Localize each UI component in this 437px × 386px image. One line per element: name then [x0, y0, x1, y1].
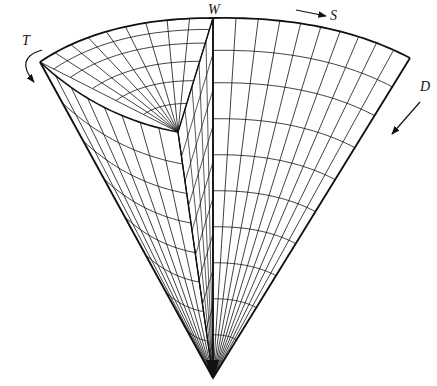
rotation-arrow	[26, 50, 42, 82]
grid-arc	[213, 50, 392, 86]
cone-edge	[178, 18, 213, 378]
direction-arrow	[392, 102, 420, 134]
cone-edge	[40, 62, 178, 132]
grid-radial	[213, 37, 359, 378]
grid-arc	[213, 191, 315, 212]
grid-ring	[62, 103, 182, 164]
axis-label: D	[420, 80, 430, 94]
grid-radial	[213, 27, 321, 378]
cone-apex	[206, 360, 219, 380]
grid-radial	[213, 18, 214, 378]
grid-arc	[92, 61, 199, 88]
grid-generator	[159, 128, 213, 378]
grid-arc	[213, 119, 355, 148]
axis-label: T	[22, 34, 30, 48]
grid-arc	[213, 83, 375, 116]
grid-ring	[83, 141, 187, 194]
grid-cut	[203, 270, 214, 304]
grid-cut	[199, 234, 213, 280]
grid-radial	[55, 53, 178, 132]
grid-cut	[189, 126, 214, 206]
grid-arc	[213, 155, 335, 180]
grid-radial	[213, 31, 340, 378]
grid-arc	[144, 104, 187, 115]
grid-radial	[106, 32, 178, 132]
cone-rim	[40, 18, 213, 62]
grid-radial	[213, 43, 377, 378]
grid-arc	[116, 81, 194, 101]
grid-cut	[192, 86, 213, 378]
direction-arrow	[296, 10, 326, 16]
grid-radial	[40, 62, 178, 132]
grid-radial	[167, 20, 178, 132]
grid-cut	[185, 109, 213, 378]
grid-cut	[196, 198, 214, 255]
grid-radial	[88, 38, 178, 132]
axis-label: W	[208, 3, 220, 17]
grid-generator	[88, 98, 213, 378]
grid-generator	[140, 122, 213, 378]
grid-radial	[213, 58, 410, 378]
cone-edge	[40, 62, 213, 378]
grid-arc	[213, 263, 276, 276]
axis-label: S	[330, 9, 337, 23]
grid-radial	[213, 23, 301, 378]
grid-radial	[146, 23, 178, 132]
cone-edge	[213, 58, 410, 378]
cone-rim	[213, 18, 410, 58]
grid-radial	[213, 50, 394, 378]
grid-cut	[213, 18, 214, 378]
grid-cut	[192, 162, 213, 230]
grid-cut	[185, 90, 213, 181]
grid-arc	[54, 29, 210, 69]
grid-arc	[213, 227, 296, 244]
grid-arc	[70, 43, 205, 77]
grid-cut	[206, 306, 213, 329]
cone-edge	[212, 18, 214, 378]
grid-generator	[40, 62, 213, 378]
